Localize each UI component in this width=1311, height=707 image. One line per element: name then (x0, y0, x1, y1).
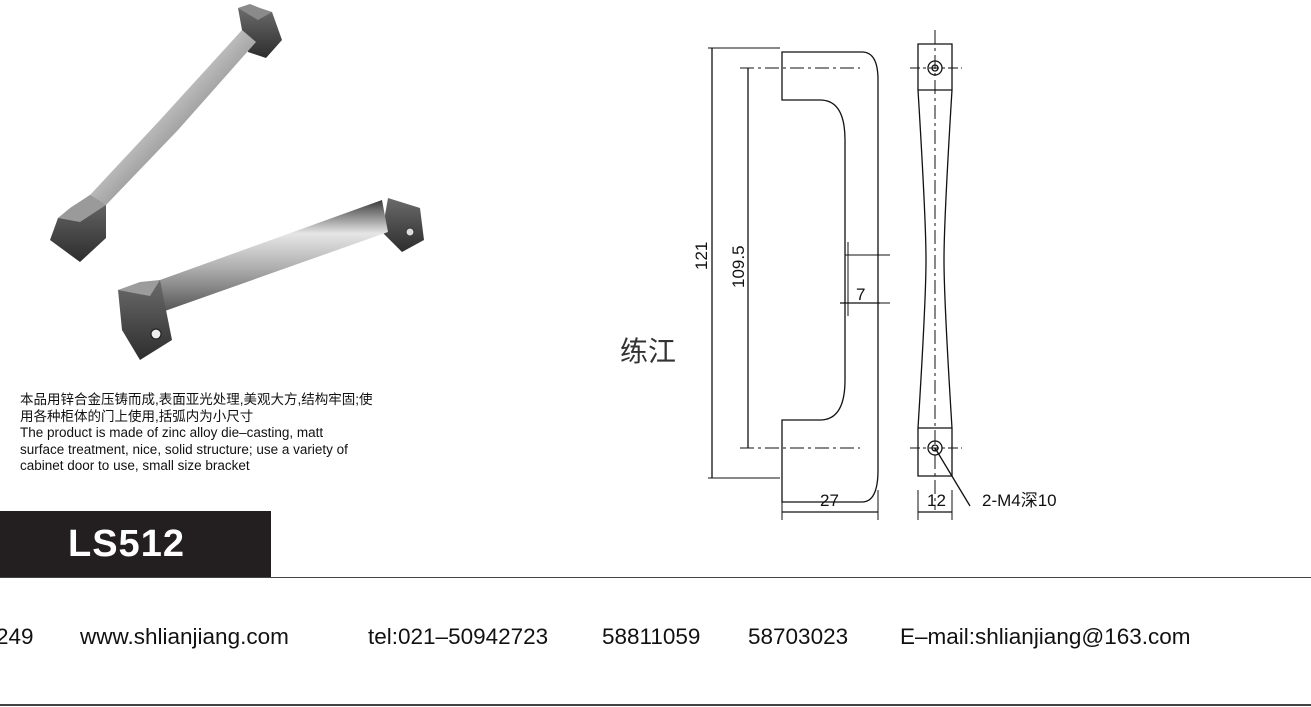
contact-tel: tel:021–50942723 (368, 624, 549, 649)
divider-bottom (0, 704, 1311, 706)
product-description: 本品用锌合金压铸而成,表面亚光处理,美观大方,结构牢固;使 用各种柜体的门上使用… (20, 392, 440, 475)
technical-drawing: 121 109.5 7 27 12 2-M4深10 (692, 30, 1057, 520)
dim-depth: 27 (820, 491, 839, 510)
dim-width: 12 (927, 491, 946, 510)
watermark: 练江 (620, 335, 677, 368)
product-photo (50, 4, 424, 360)
description-cn-line1: 本品用锌合金压铸而成,表面亚光处理,美观大方,结构牢固;使 (20, 392, 373, 407)
contact-email[interactable]: E–mail:shlianjiang@163.com (900, 624, 1191, 649)
description-en-line1: The product is made of zinc alloy die–ca… (20, 425, 324, 440)
handle-angled-image (118, 198, 424, 360)
thread-note: 2-M4深10 (982, 491, 1057, 510)
contact-row: 249 www.shlianjiang.com tel:021–50942723… (0, 624, 1311, 654)
dim-overall-height: 121 (692, 242, 711, 270)
dim-grip-thickness: 7 (856, 285, 865, 304)
model-number: LS512 (68, 523, 185, 565)
handle-upright-image (50, 4, 282, 262)
description-en-line3: cabinet door to use, small size bracket (20, 458, 250, 473)
contact-website[interactable]: www.shlianjiang.com (80, 624, 289, 649)
side-view-outline (781, 51, 879, 503)
model-bar: LS512 (0, 511, 271, 578)
description-en-line2: surface treatment, nice, solid structure… (20, 441, 348, 457)
description-cn-line2: 用各种柜体的门上使用,括弧内为小尺寸 (20, 408, 254, 424)
contact-phone-3: 58703023 (748, 624, 849, 649)
contact-phone-2: 58811059 (602, 624, 701, 649)
contact-partial-number: 249 (0, 624, 34, 649)
dim-hole-spacing: 109.5 (729, 245, 748, 288)
divider-top (0, 577, 1311, 578)
